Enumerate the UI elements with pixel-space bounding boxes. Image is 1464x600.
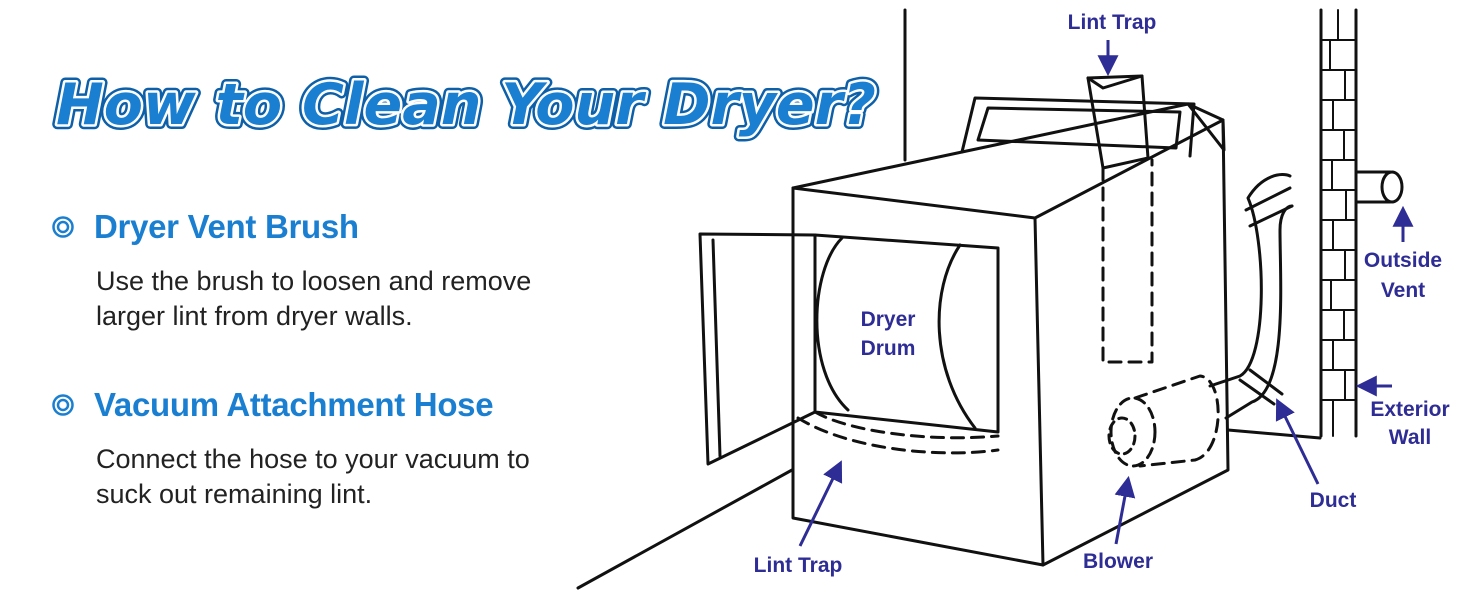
cabinet-body [791, 102, 1230, 567]
outside-vent-opening [1380, 170, 1404, 204]
label-blower: Blower [1083, 550, 1153, 573]
lint-trap-dashed [1101, 158, 1154, 364]
description-line: larger lint from dryer walls. [96, 301, 413, 331]
exterior-wall [1319, 8, 1358, 438]
dryer-diagram: Lint Trap Outside Vent Dryer Drum Exteri… [576, 8, 1450, 590]
section-title: Dryer Vent Brush [94, 208, 359, 245]
title-outline: How to Clean Your Dryer? [56, 72, 876, 138]
arrow-duct [1275, 398, 1320, 485]
outside-vent [1354, 170, 1392, 204]
lint-trap-slot-top [1086, 74, 1144, 90]
cabinet-front [791, 186, 1045, 567]
floor-line [576, 468, 794, 590]
wall-brick-joints [1329, 9, 1347, 437]
description-line: Connect the hose to your vacuum to [96, 444, 530, 474]
blower-hub [1107, 416, 1137, 456]
label-exterior-wall: Exterior [1370, 398, 1449, 421]
control-panel [960, 96, 1196, 158]
label-lint-trap-top: Lint Trap [1068, 11, 1157, 34]
section-dryer-vent-brush: Dryer Vent Brush Use the brush to loosen… [52, 208, 596, 334]
drum-right-curve [937, 243, 977, 430]
title-text: How to Clean Your Dryer? [56, 72, 876, 138]
duct-ribs [1238, 186, 1294, 406]
door-edge [711, 238, 722, 458]
description-line: suck out remaining lint. [96, 479, 373, 509]
label-dryer-drum: Dryer [861, 308, 916, 331]
ring-bullet-icon [52, 216, 74, 238]
section-description: Connect the hose to your vacuum to suck … [96, 442, 596, 512]
label-lint-trap-bottom: Lint Trap [754, 554, 843, 577]
control-panel-inset [976, 106, 1182, 150]
label-outside-vent: Outside [1364, 249, 1442, 272]
label-dryer-drum-2: Drum [861, 337, 916, 360]
floor-line-right [1226, 428, 1322, 440]
section-title: Vacuum Attachment Hose [94, 386, 494, 423]
section-vacuum-attachment-hose: Vacuum Attachment Hose Connect the hose … [52, 386, 596, 512]
arrow-lint-trap-bottom [798, 460, 843, 547]
drum-left-curve [815, 236, 850, 412]
page-title: How to Clean Your Dryer? How to Clean Yo… [51, 67, 881, 143]
blower-housing [1133, 374, 1220, 468]
section-description: Use the brush to loosen and remove large… [96, 264, 596, 334]
label-duct: Duct [1310, 489, 1357, 512]
lint-trap-lower [796, 416, 1000, 455]
blower-front [1109, 396, 1157, 468]
duct-outer [1208, 173, 1292, 388]
label-outside-vent-2: Vent [1381, 279, 1425, 302]
description-line: Use the brush to loosen and remove [96, 266, 532, 296]
ring-bullet-icon [52, 394, 74, 416]
lint-trap-slot [1086, 74, 1150, 170]
label-exterior-wall-2: Wall [1389, 426, 1431, 449]
cabinet-top [791, 102, 1226, 220]
wall-bricks [1320, 39, 1357, 401]
title-inner-outline: How to Clean Your Dryer? [56, 72, 876, 138]
lint-trap-lower-inner [813, 410, 1000, 440]
arrow-blower [1114, 475, 1136, 545]
